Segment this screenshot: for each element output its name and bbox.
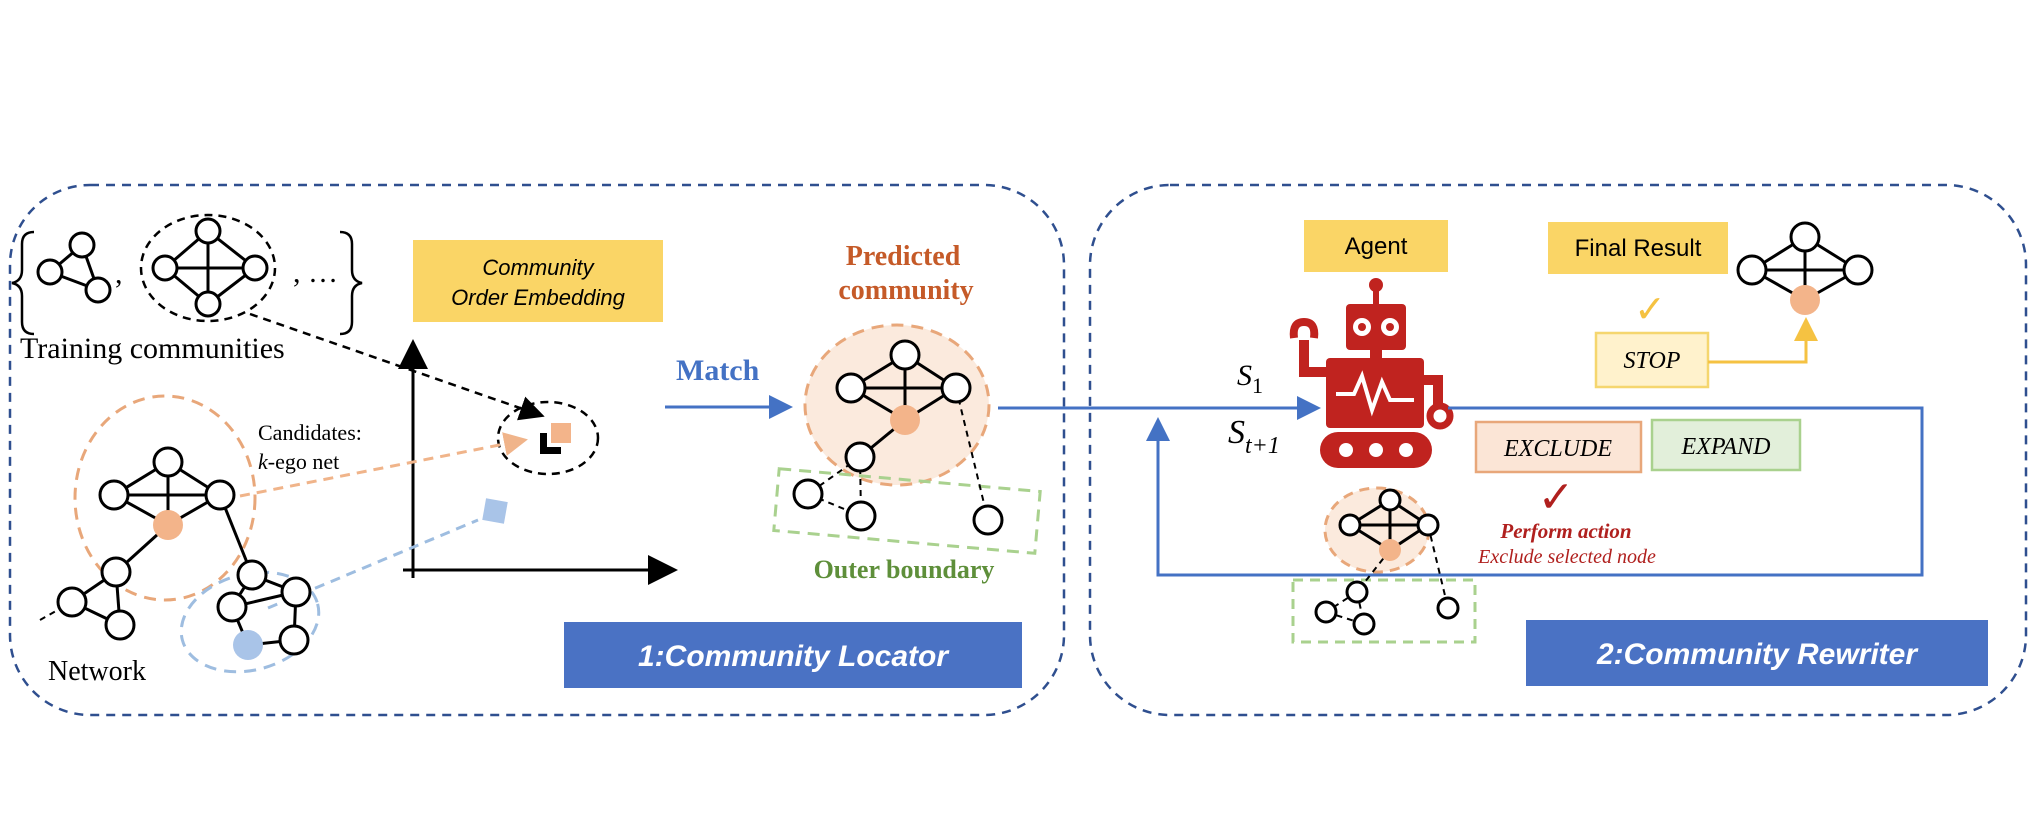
embedding-label-line1: Community: [482, 255, 595, 280]
set-ellipsis: , …: [293, 256, 338, 289]
embedding-match-ellipse: [496, 400, 600, 476]
predicted-seed-node: [890, 405, 920, 435]
perform-action-label: Perform action: [1499, 519, 1631, 543]
match-label: Match: [676, 354, 760, 387]
final-result-graph: [1736, 221, 1874, 315]
rewriter-banner: [1526, 620, 1988, 686]
network-seed-node: [153, 510, 183, 540]
outer-boundary-label: Outer boundary: [814, 555, 995, 584]
stop-to-result-arrow: [1708, 317, 1818, 364]
locator-banner: [564, 622, 1022, 688]
candidates-label-line1: Candidates:: [258, 420, 362, 445]
rewriter-selected-node: [1379, 539, 1401, 561]
outer-boundary-box: [772, 467, 1042, 555]
exclude-selected-label: Exclude selected node: [1477, 546, 1656, 568]
orange-candidate-arrow: [239, 432, 528, 498]
expand-action: [1650, 418, 1802, 472]
final-seed-node: [1790, 285, 1820, 315]
agent-label-box: [1304, 220, 1448, 272]
predicted-label-line1: Predicted: [846, 241, 961, 272]
stop-action: [1594, 331, 1710, 389]
robot-agent-icon: [1289, 278, 1454, 468]
exclude-label: EXCLUDE: [1503, 436, 1612, 462]
expand-label: EXPAND: [1681, 434, 1771, 460]
training-communities-set: , , …: [11, 213, 363, 336]
blue-embedding-point: [482, 498, 508, 524]
stop-label: STOP: [1624, 348, 1681, 374]
right-brace: [339, 230, 363, 336]
network-blue-node: [233, 630, 263, 660]
left-brace: [11, 230, 35, 336]
training-to-embedding-arrow: [249, 312, 545, 421]
rewriter-panel: [1088, 183, 2028, 717]
training-communities-label: Training communities: [20, 332, 285, 365]
rewriter-banner-text: 2:Community Rewriter: [1596, 638, 1919, 671]
training-graph-diamond: [151, 217, 269, 318]
locator-panel: [8, 183, 1066, 717]
state-st1-label: St+1: [1228, 414, 1280, 459]
embedding-label-box: [413, 240, 663, 322]
network-label: Network: [48, 656, 146, 687]
rewriter-community-graph: [1314, 488, 1460, 636]
feedback-loop: [1146, 406, 1924, 577]
embedding-label-line2: Order Embedding: [451, 285, 625, 310]
predicted-community-graph: [792, 339, 1004, 536]
predicted-label-line2: community: [838, 275, 973, 306]
final-result-label: Final Result: [1575, 235, 1702, 262]
locator-banner-text: 1:Community Locator: [638, 640, 950, 673]
training-graph-triangle: [36, 231, 112, 304]
final-result-label-box: [1548, 222, 1728, 274]
order-embedding-point: [540, 423, 571, 454]
set-comma: ,: [115, 257, 123, 290]
exclude-check-icon: ✓: [1538, 473, 1575, 522]
state-s1-label: S1: [1237, 359, 1263, 398]
orange-candidate-ellipse: [73, 394, 257, 602]
candidates-label-line2: k-ego net: [258, 449, 339, 474]
agent-label: Agent: [1345, 233, 1408, 260]
stop-check-icon: ✓: [1634, 289, 1666, 331]
rewriter-boundary-box: [1291, 578, 1477, 644]
exclude-action: [1474, 420, 1643, 474]
embedding-axes: [398, 339, 678, 585]
network-graph: [39, 394, 321, 674]
selected-training-ellipse: [139, 213, 277, 323]
